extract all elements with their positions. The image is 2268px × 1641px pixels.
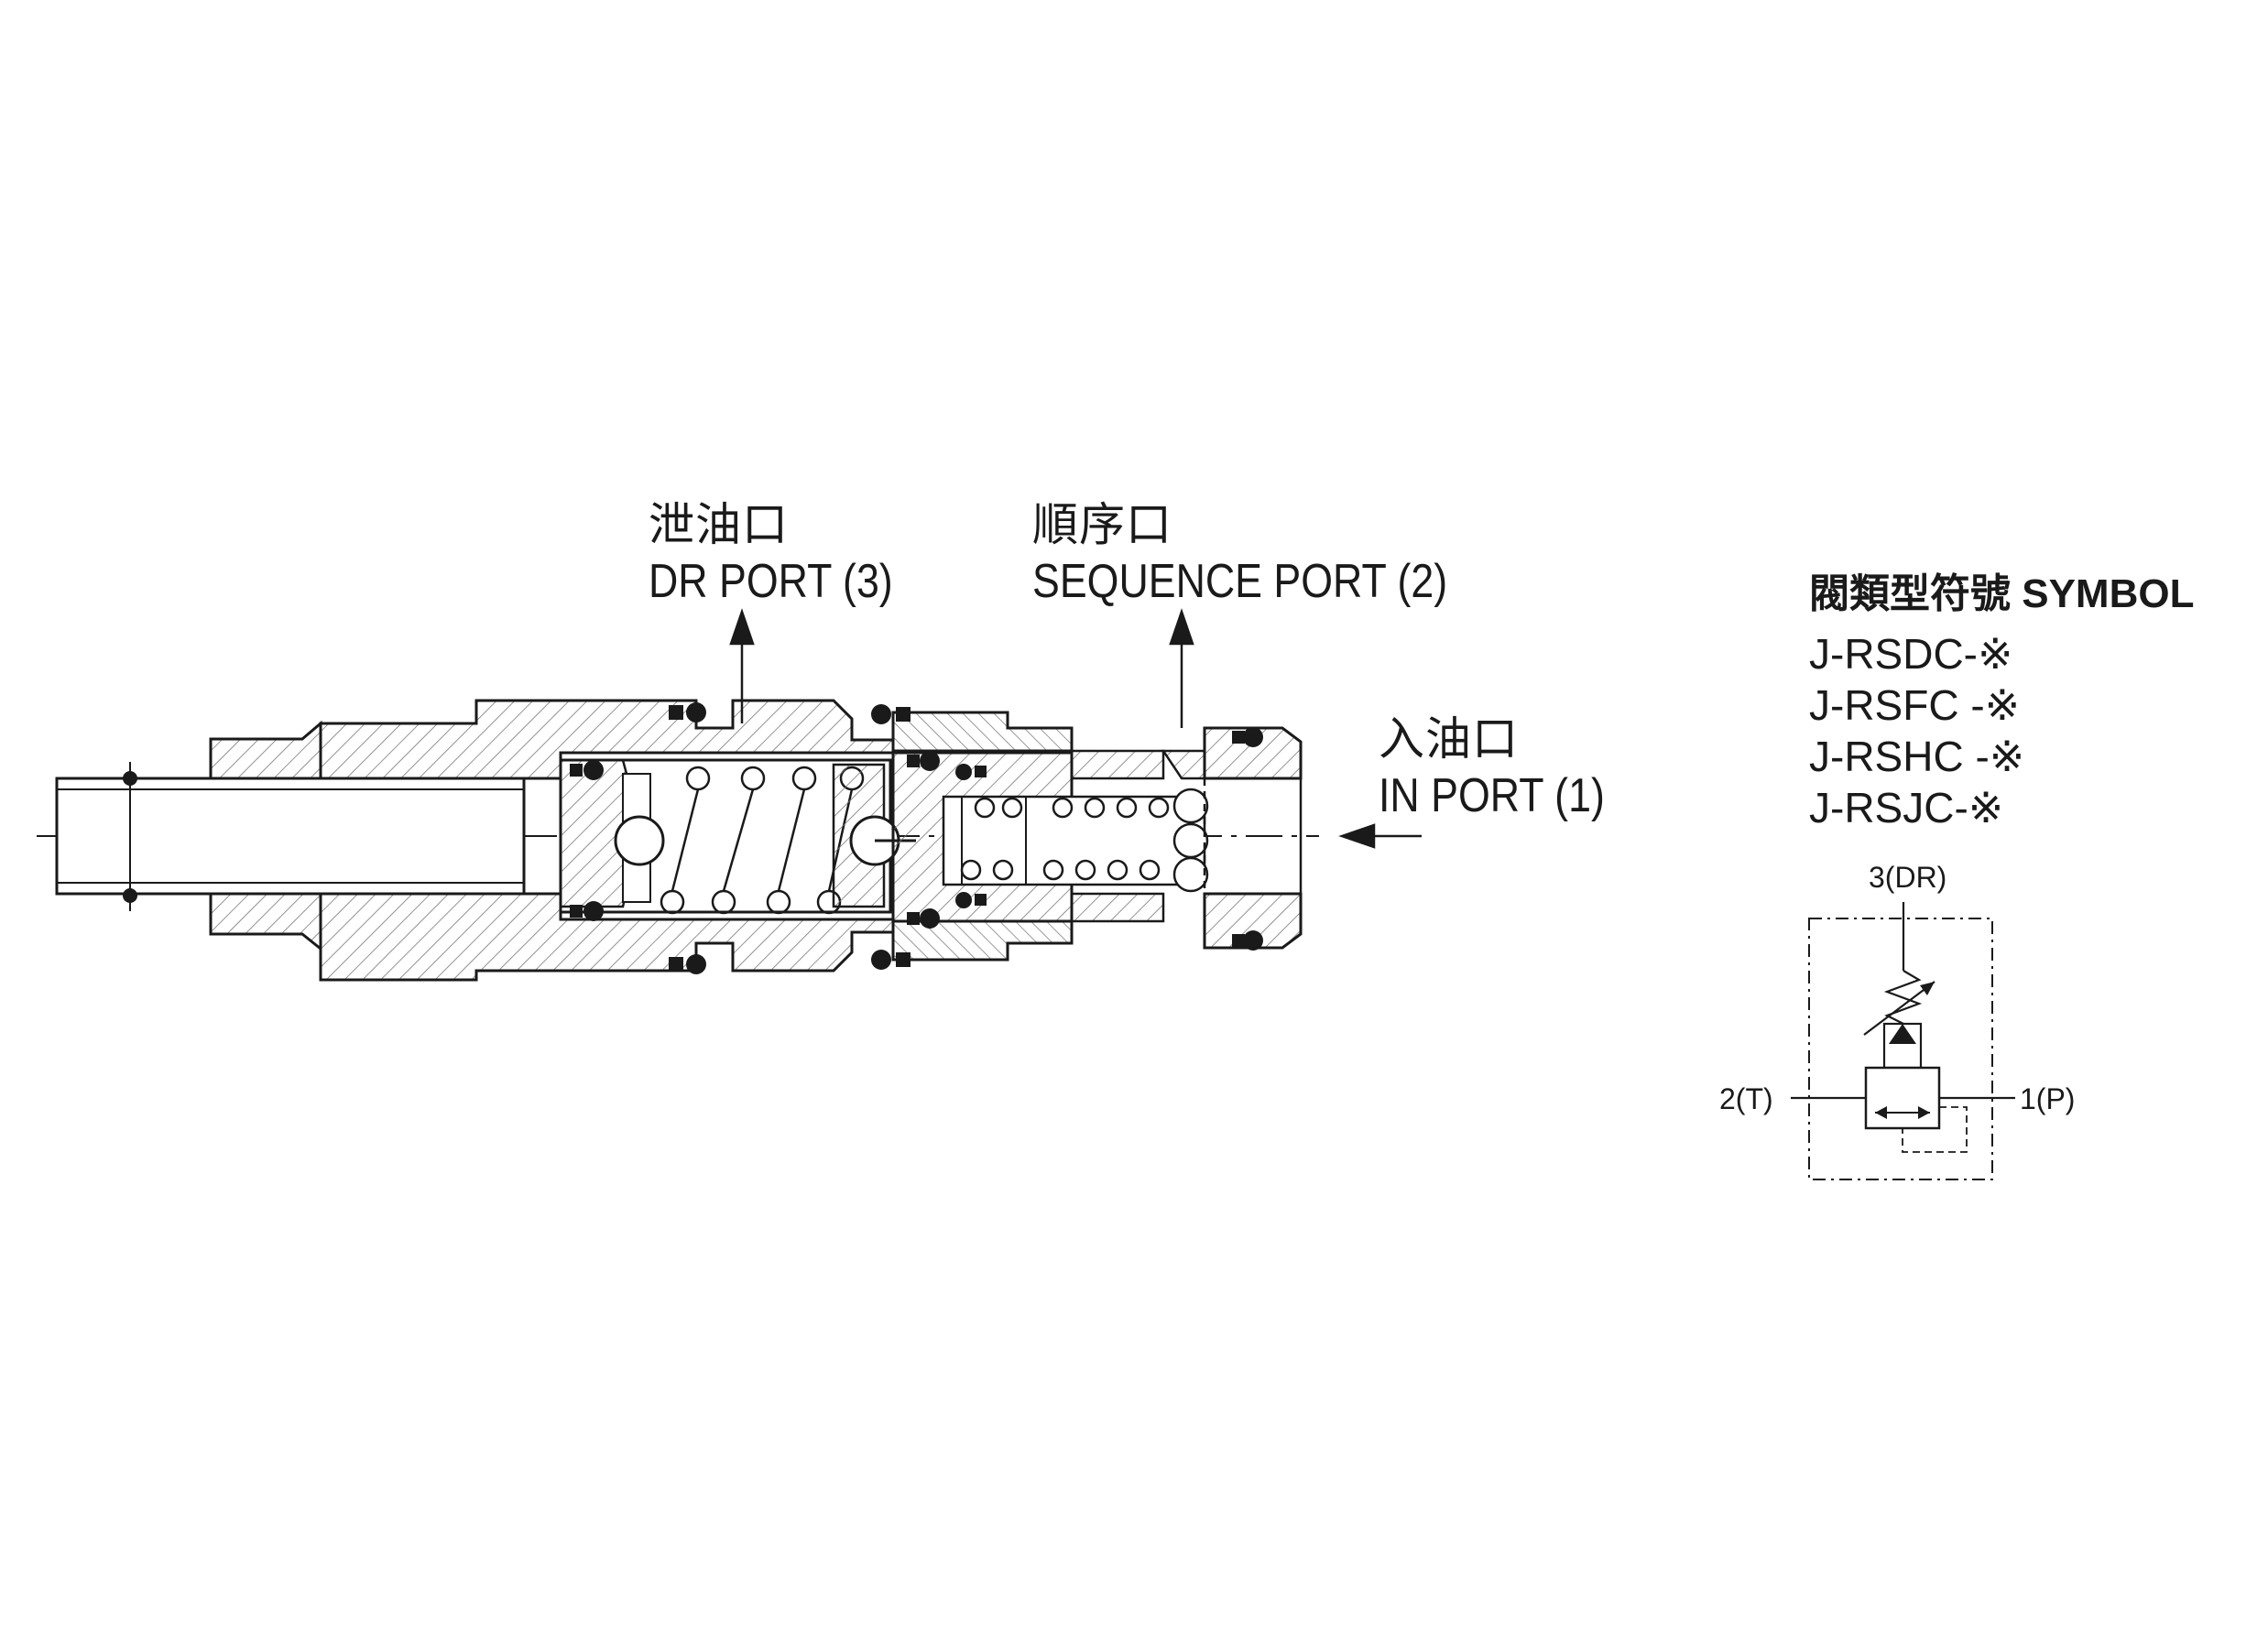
dr-port-label: 泄油口 DR PORT (3) (649, 500, 932, 608)
valve-body-upper (319, 699, 1165, 780)
inlet-end (1161, 726, 1303, 950)
main-spring (559, 758, 916, 915)
model-item: J-RSDC-※ (1809, 630, 2013, 678)
symbol-p-label: 1(P) (2020, 1082, 2076, 1115)
dr-port-en: DR PORT (3) (649, 555, 893, 608)
in-port-arrow (1338, 823, 1422, 849)
sequence-port-label: 順序口 SEQUENCE PORT (2) (1032, 500, 1515, 608)
in-port-cn: 入油口 (1379, 713, 1519, 765)
symbol-dr-label: 3(DR) (1869, 861, 1947, 894)
model-item: J-RSHC -※ (1809, 733, 2025, 780)
symbol-title: 閥類型符號 SYMBOL (1809, 571, 2195, 616)
dr-port-arrow (729, 608, 755, 723)
dr-port-cn: 泄油口 (649, 499, 789, 550)
model-item: J-RSJC-※ (1809, 784, 2004, 831)
spool-section (891, 751, 1206, 923)
seals (570, 702, 1263, 974)
symbol-block: 閥類型符號 SYMBOL J-RSDC-※ J-RSFC -※ J-RSHC -… (1809, 560, 2194, 833)
in-port-label: 入油口 IN PORT (1) (1379, 714, 1641, 822)
in-port-en: IN PORT (1) (1379, 769, 1605, 822)
adjusting-stem (55, 762, 526, 911)
sequence-port-en: SEQUENCE PORT (2) (1032, 555, 1448, 608)
sequence-port-arrow (1169, 608, 1194, 728)
model-item: J-RSFC -※ (1809, 681, 2021, 729)
symbol-t-label: 2(T) (1719, 1082, 1773, 1115)
sequence-port-cn: 順序口 (1032, 499, 1172, 550)
